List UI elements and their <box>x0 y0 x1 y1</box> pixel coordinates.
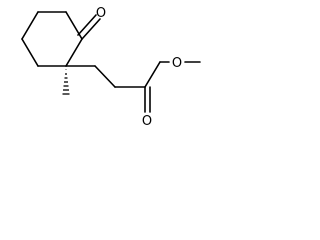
chain-bond <box>94 65 116 88</box>
ring-bond <box>65 38 83 67</box>
ring-bond <box>65 11 83 40</box>
ketone-double-bond <box>77 14 97 36</box>
ester-carbonyl-oxygen-label: O <box>142 114 152 129</box>
chain-bond <box>144 61 161 88</box>
ketone-double-bond <box>81 18 101 40</box>
hashed-wedge-methyl-bond <box>62 69 70 95</box>
ketone-oxygen-label: O <box>96 6 106 21</box>
ring-bond <box>21 11 39 40</box>
molecule-canvas: O O O <box>21 6 201 129</box>
ring-bond <box>21 38 39 67</box>
ester-ether-oxygen-label: O <box>172 56 182 71</box>
structure-drawing: O O O <box>0 0 250 138</box>
